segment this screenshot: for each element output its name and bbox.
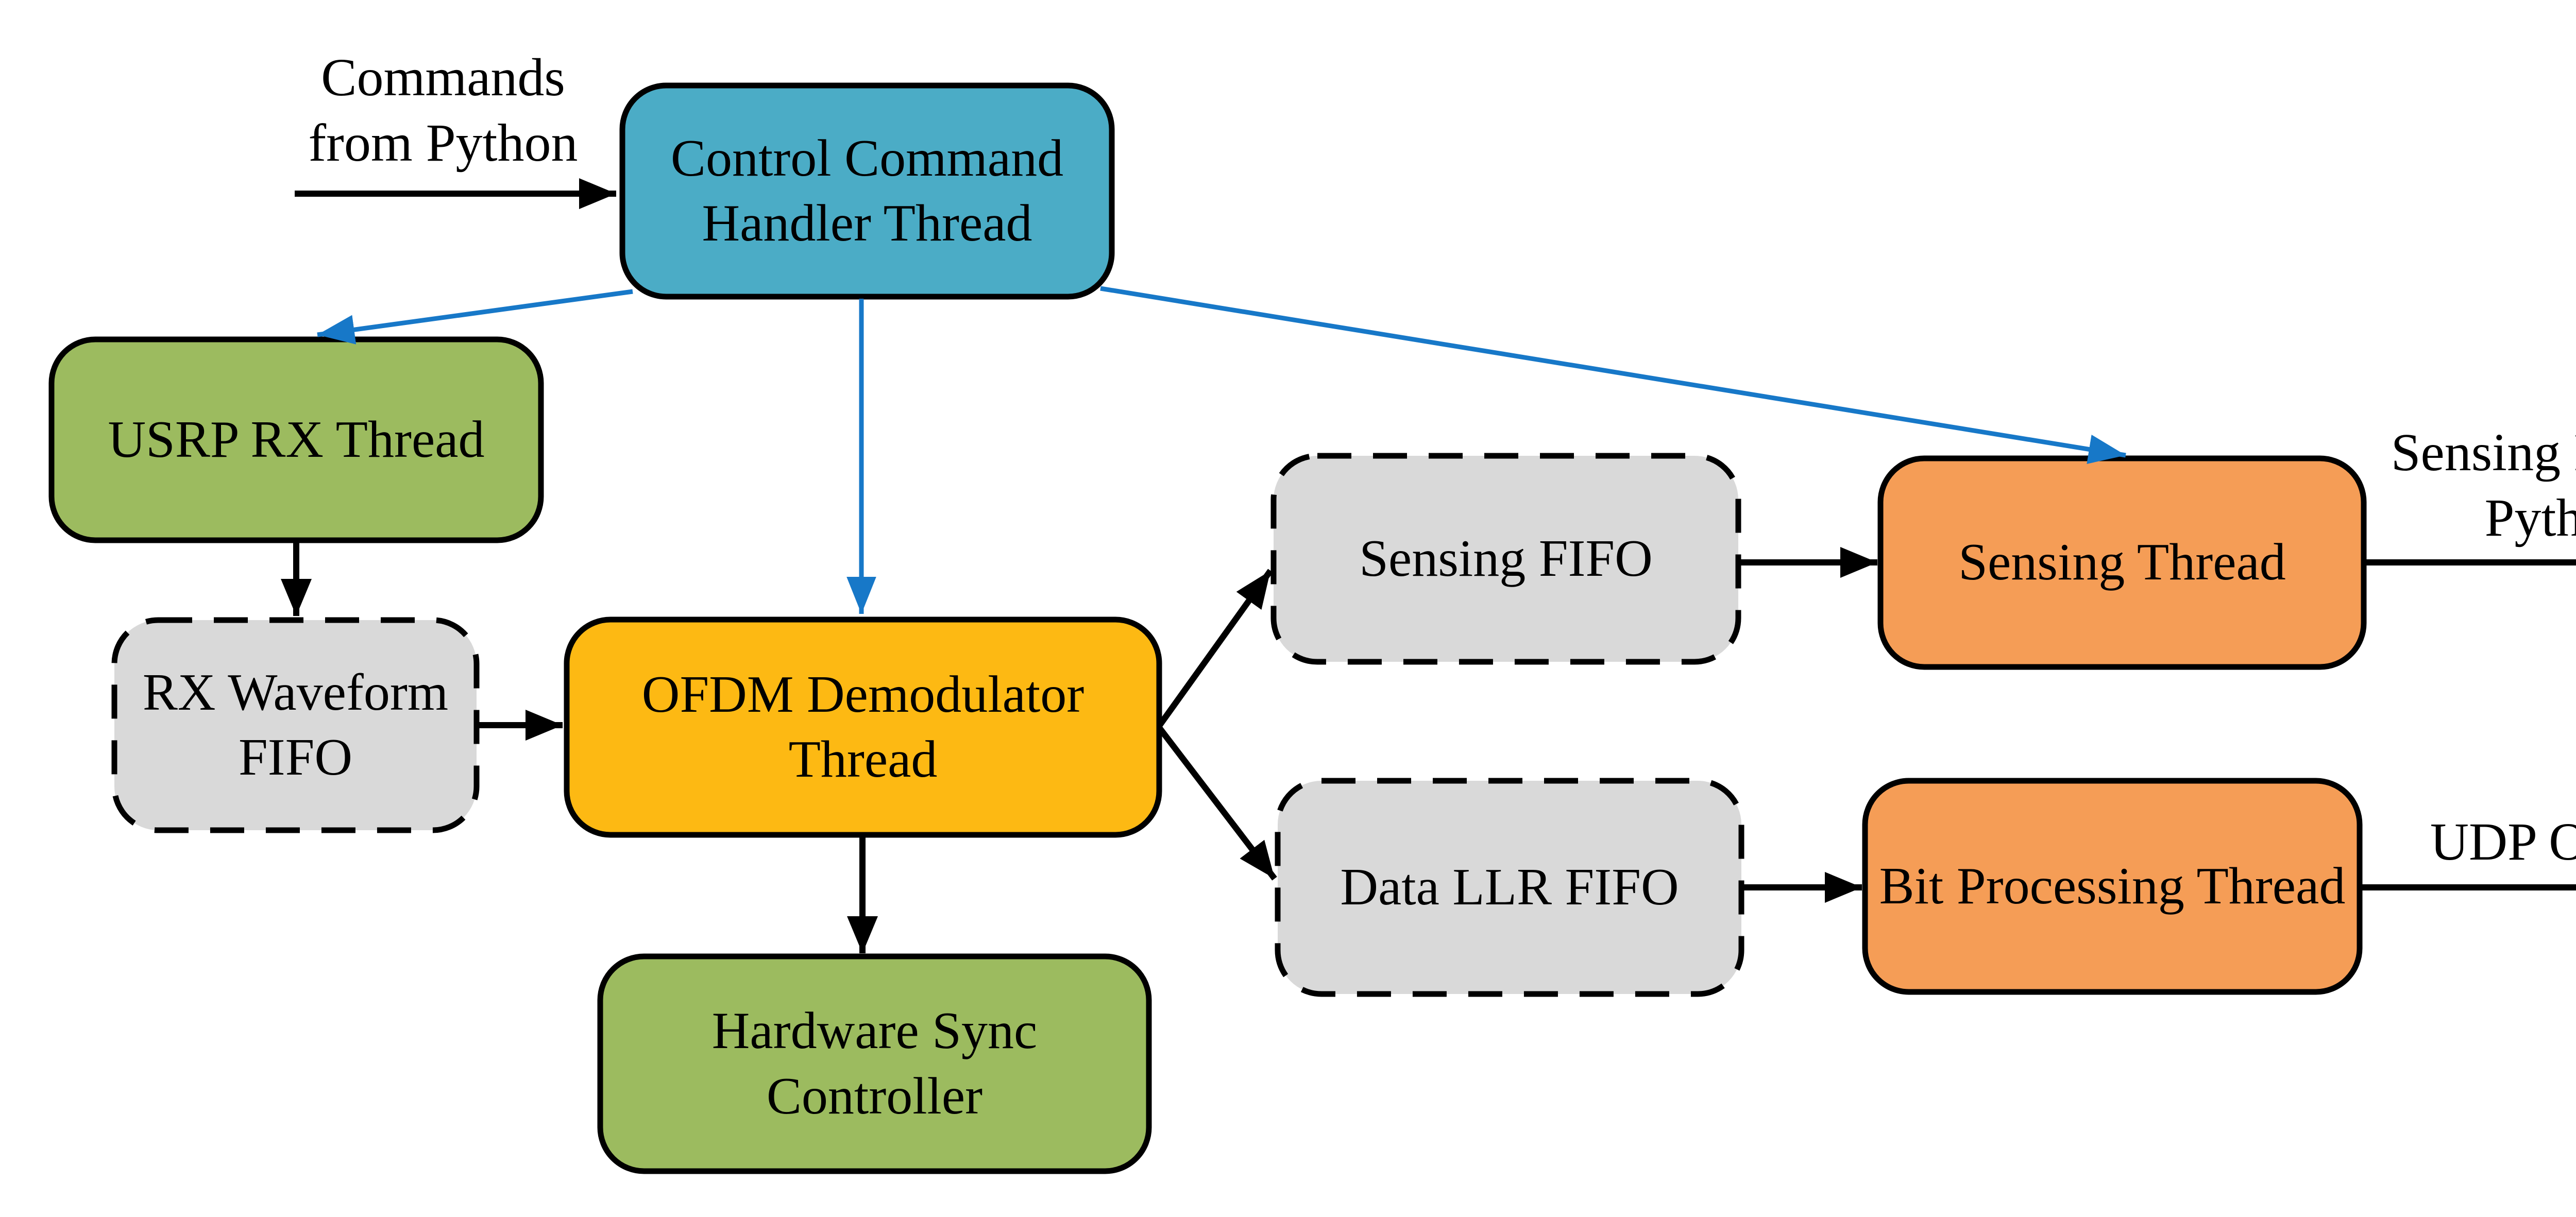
arrow-control-to-sensing-thread (1100, 286, 2126, 464)
node-sensing-fifo-shape (1270, 453, 1741, 665)
node-usrp-rx-thread-shape (48, 336, 544, 543)
arrow-ofdm-to-data-llr-fifo (1157, 726, 1277, 881)
node-ofdm-demodulator-thread-shape (564, 616, 1162, 838)
node-sensing-thread-shape (1877, 455, 2367, 670)
arrow-ofdm-to-sensing-fifo (1157, 569, 1273, 727)
node-rx-waveform-fifo-shape (111, 617, 480, 833)
node-bit-processing-thread-shape (1862, 778, 2363, 995)
node-control-command-handler-thread-shape (619, 82, 1115, 300)
node-hardware-sync-controller-shape (597, 953, 1152, 1174)
arrow-control-to-usrp (317, 289, 633, 345)
node-data-llr-fifo-shape (1275, 778, 1744, 997)
